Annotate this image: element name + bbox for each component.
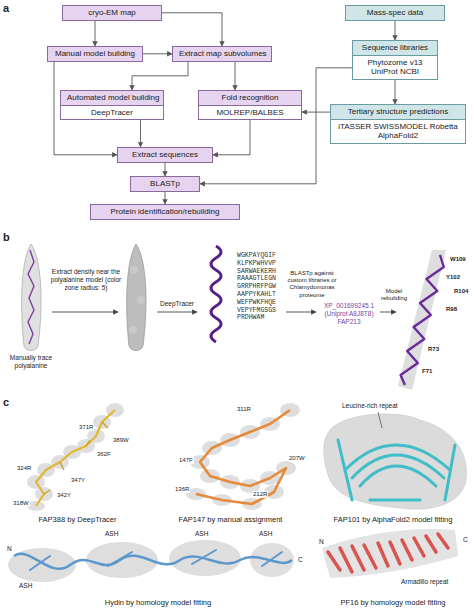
step-label: Extract density near the polyalanine mod… — [50, 268, 122, 291]
panel-letter: b — [3, 231, 10, 244]
domain-label: ASH — [258, 530, 273, 538]
feature-label: Armadillo repeat — [400, 578, 449, 586]
flow-arrow — [162, 13, 222, 46]
flow-arrow — [213, 120, 250, 155]
residue-label: 212R — [252, 491, 268, 498]
hydin-model — [8, 540, 294, 582]
step-label: Model rebuilding — [376, 288, 412, 302]
box-body: MOLREP/BALBES — [199, 105, 301, 120]
process-box: BLASTp — [130, 176, 200, 192]
step-label: BLASTp against custom libraries or Chlam… — [283, 270, 341, 299]
residue-label: 362F — [96, 451, 112, 458]
domain-label: ASH — [18, 582, 33, 590]
box-heading: cryo-EM map — [63, 6, 161, 20]
resource-box: Sequence librariesPhytozome v13 UniProt … — [352, 40, 438, 80]
residue-label: 311R — [236, 406, 252, 413]
box-heading: Manual model building — [48, 47, 142, 61]
residue-label: Y102 — [446, 274, 460, 281]
flow-arrow — [395, 21, 396, 40]
flow-arrow — [132, 62, 188, 90]
flow-arrow — [165, 192, 166, 204]
residue-label: 136R — [174, 486, 190, 493]
flow-arrow — [143, 53, 172, 54]
flow-arrow — [235, 62, 236, 90]
residue-label: 324R — [16, 465, 32, 472]
process-box: Fold recognitionMOLREP/BALBES — [198, 90, 302, 120]
residue-label: R104 — [454, 288, 468, 295]
flow-arrow — [95, 21, 96, 46]
output-box: Protein identification/rebuilding — [90, 204, 240, 220]
input-box: cryo-EM map — [62, 5, 162, 21]
process-box: Manual model building — [47, 46, 143, 62]
process-box: Extract map subvolumes — [172, 46, 272, 62]
domain-label: ASH — [194, 530, 209, 538]
box-heading: Extract sequences — [118, 148, 212, 162]
accession-label: XP_001699245.1 (Uniprot A8J8T8) FAP213 — [320, 302, 378, 325]
domain-label: ASH — [104, 530, 119, 538]
residue-label: 347Y — [70, 477, 86, 484]
pipeline-figure — [22, 244, 446, 390]
terminus-label: N — [318, 538, 325, 546]
figure-caption: FAP388 by DeepTracer — [10, 515, 145, 524]
box-body: Phytozome v13 UniProt NCBI — [353, 55, 437, 79]
process-box: Automated model buildingDeepTracer — [60, 90, 164, 120]
process-box: Extract sequences — [117, 147, 213, 163]
feature-label: Leucine-rich repeat — [342, 402, 398, 410]
fap101-model — [324, 412, 467, 509]
residue-label: 318W — [12, 500, 30, 507]
resource-box: Tertiary structure predictionsiTASSER SW… — [330, 104, 466, 144]
flow-arrow — [165, 163, 166, 176]
box-heading: Sequence libraries — [353, 41, 437, 55]
terminus-label: C — [462, 536, 469, 544]
box-body: DeepTracer — [61, 105, 163, 120]
sequence-text: WGKPAYQGIF KLPKPWHVVP SARWAEKERH RAAAGTL… — [237, 252, 281, 322]
residue-label: F71 — [422, 368, 432, 375]
box-heading: Protein identification/rebuilding — [91, 205, 239, 219]
residue-label: 342Y — [56, 492, 72, 499]
box-heading: BLASTp — [131, 177, 199, 191]
residue-label: 147F — [178, 457, 194, 464]
panel-letter: c — [3, 396, 9, 409]
pf16-model — [322, 529, 458, 578]
box-heading: Tertiary structure predictions — [331, 105, 465, 119]
terminus-label: C — [297, 556, 304, 564]
residue-label: R98 — [446, 306, 457, 313]
input-box: Mass-spec data — [345, 5, 445, 21]
figure-caption: Hydin by homology model fitting — [8, 598, 308, 607]
residue-label: 207W — [288, 455, 306, 462]
flow-arrow — [140, 120, 141, 147]
flow-arrow — [395, 80, 396, 104]
residue-label: 389W — [112, 437, 130, 444]
residue-label: 371R — [78, 424, 94, 431]
fap147-model — [186, 403, 300, 510]
box-heading: Automated model building — [61, 91, 163, 105]
box-heading: Extract map subvolumes — [173, 47, 271, 61]
terminus-label: N — [6, 545, 13, 553]
box-heading: Fold recognition — [199, 91, 301, 105]
figure-caption: FAP147 by manual assignment — [148, 515, 313, 524]
step-label: Manually trace polyalanine — [4, 354, 58, 370]
panel-letter: a — [3, 2, 9, 15]
residue-label: R73 — [428, 346, 439, 353]
fap388-model — [27, 403, 124, 511]
figure-caption: PF16 by homology model fitting — [315, 598, 471, 607]
box-heading: Mass-spec data — [346, 6, 444, 20]
step-label: DeepTracer — [155, 300, 199, 308]
box-body: iTASSER SWISSMODEL Robetta AlphaFold2 — [331, 119, 465, 143]
figure-caption: FAP101 by AlphaFold2 model fitting — [315, 515, 471, 524]
residue-label: W109 — [450, 256, 466, 263]
